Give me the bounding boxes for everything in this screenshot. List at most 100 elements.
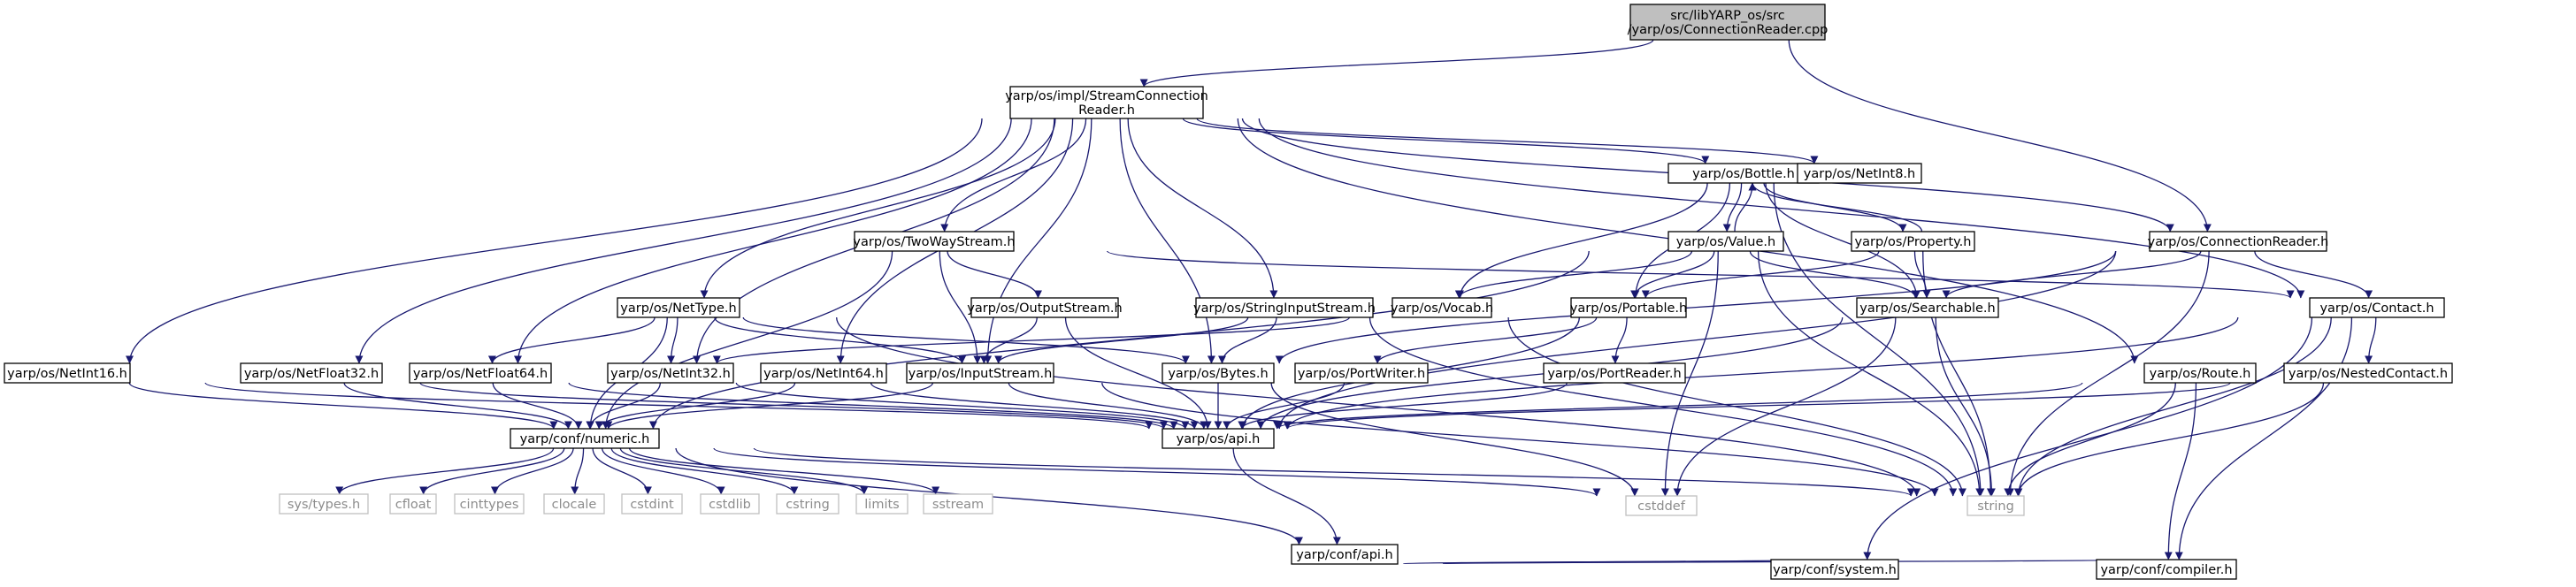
- node-outstream[interactable]: yarp/os/OutputStream.h: [967, 297, 1123, 318]
- node-property[interactable]: yarp/os/Property.h: [1851, 231, 1975, 252]
- node-label: yarp/os/NestedContact.h: [2288, 367, 2448, 381]
- node-box: [617, 297, 740, 318]
- node-label: sstream: [932, 498, 984, 512]
- edge: [713, 447, 1601, 497]
- edge-nestedcontact-to-string: [2013, 382, 2325, 497]
- edge: [2254, 250, 2373, 299]
- node-portable[interactable]: yarp/os/Portable.h: [1570, 297, 1687, 318]
- node-cstdint: cstdint: [621, 493, 683, 515]
- node-box: [4, 362, 131, 384]
- node-instream[interactable]: yarp/os/InputStream.h: [906, 362, 1054, 384]
- edge-portable-to-portwriter: [1373, 316, 1598, 364]
- edge: [2005, 250, 2210, 497]
- edge-nettype-to-bytes: [742, 316, 1190, 364]
- edge: [1064, 316, 1212, 430]
- edge-bottle-to-value: [1722, 182, 1743, 233]
- node-label: yarp/conf/api.h: [1296, 548, 1392, 562]
- edge: [648, 250, 1590, 430]
- edge: [1611, 316, 1628, 364]
- node-box: [279, 493, 369, 515]
- edge: [2004, 382, 2176, 497]
- edge: [488, 316, 656, 364]
- node-box: [1629, 4, 1826, 41]
- node-netfloat32[interactable]: yarp/os/NetFloat32.h: [240, 362, 383, 384]
- node-label: yarp/os/NetFloat32.h: [244, 367, 379, 381]
- edge: [1773, 182, 1985, 497]
- edge: [1283, 382, 2231, 430]
- node-box: [1392, 297, 1492, 318]
- edge: [1748, 182, 1923, 233]
- node-vocab[interactable]: yarp/os/Vocab.h: [1391, 297, 1493, 318]
- node-compiler[interactable]: yarp/conf/compiler.h: [2096, 559, 2237, 580]
- node-portreader[interactable]: yarp/os/PortReader.h: [1543, 362, 1686, 384]
- node-nettype[interactable]: yarp/os/NetType.h: [617, 297, 740, 318]
- node-connreader[interactable]: yarp/os/ConnectionReader.h: [2148, 231, 2329, 252]
- edge-nettype-to-string: [836, 316, 1921, 497]
- node-twoway[interactable]: yarp/os/TwoWayStream.h: [853, 231, 1016, 252]
- node-box: [454, 493, 525, 515]
- node-nestedcontact[interactable]: yarp/os/NestedContact.h: [2283, 362, 2453, 384]
- edge: [2013, 382, 2325, 497]
- edge-connreader-to-string: [2005, 250, 2210, 497]
- node-confapi[interactable]: yarp/conf/api.h: [1291, 544, 1399, 565]
- edge-portreader-to-api: [1238, 382, 1568, 430]
- node-label: yarp/os/PortReader.h: [1547, 367, 1681, 381]
- node-netint32[interactable]: yarp/os/NetInt32.h: [607, 362, 734, 384]
- node-netfloat64[interactable]: yarp/os/NetFloat64.h: [409, 362, 552, 384]
- node-cstddef: cstddef: [1625, 495, 1698, 516]
- node-route[interactable]: yarp/os/Route.h: [2143, 362, 2257, 384]
- edge-value-to-searchable: [1749, 250, 1920, 299]
- node-contact[interactable]: yarp/os/Contact.h: [2309, 297, 2445, 318]
- edge: [1749, 250, 1920, 299]
- edge: [592, 447, 652, 495]
- node-netint8[interactable]: yarp/os/NetInt8.h: [1797, 163, 1922, 184]
- node-value[interactable]: yarp/os/Value.h: [1668, 231, 1784, 252]
- nodes-layer: src/libYARP_os/src/yarp/os/ConnectionRea…: [4, 4, 2453, 580]
- edge: [1270, 382, 1639, 497]
- node-netint16[interactable]: yarp/os/NetInt16.h: [4, 362, 131, 384]
- node-box: [1856, 297, 1999, 318]
- node-cfloat: cfloat: [389, 493, 437, 515]
- edge-netfloat64-to-numeric: [492, 382, 583, 430]
- node-searchable[interactable]: yarp/os/Searchable.h: [1856, 297, 1999, 318]
- edge-nettype-to-instream: [714, 316, 966, 364]
- edge-netint64-to-numeric: [594, 382, 796, 430]
- edge: [714, 316, 966, 364]
- node-box: [389, 493, 437, 515]
- edge-bottle-to-vocab: [1455, 182, 1708, 299]
- edge: [870, 382, 1199, 430]
- node-box: [2149, 231, 2327, 252]
- edge-scr-to-nettype: [700, 118, 1056, 299]
- node-bytes[interactable]: yarp/os/Bytes.h: [1162, 362, 1275, 384]
- node-portwriter[interactable]: yarp/os/PortWriter.h: [1294, 362, 1429, 384]
- node-root: src/libYARP_os/src/yarp/os/ConnectionRea…: [1628, 4, 1828, 41]
- edge: [1455, 182, 1708, 299]
- node-strinstream[interactable]: yarp/os/StringInputStream.h: [1193, 297, 1376, 318]
- edge-twoway-to-outstream: [947, 250, 1042, 299]
- edge: [594, 382, 796, 430]
- edge-twoway-to-instream: [939, 250, 982, 364]
- node-bottle[interactable]: yarp/os/Bottle.h: [1668, 163, 1820, 184]
- node-label: yarp/os/NetInt16.h: [7, 367, 127, 381]
- edge: [1673, 316, 1897, 497]
- edge-route-to-string: [2004, 382, 2176, 497]
- edge-property-to-string: [1922, 250, 1995, 497]
- edge: [1454, 250, 1693, 299]
- edge: [939, 250, 982, 364]
- node-system[interactable]: yarp/conf/system.h: [1770, 559, 1899, 580]
- edge: [610, 447, 799, 495]
- edge-netfloat32-to-api: [419, 382, 1168, 430]
- node-label: cstring: [786, 498, 830, 512]
- node-netint64[interactable]: yarp/os/NetInt64.h: [760, 362, 887, 384]
- node-label: yarp/os/Portable.h: [1570, 301, 1687, 316]
- edge: [568, 382, 1178, 430]
- edge: [602, 447, 725, 495]
- edge: [2164, 382, 2197, 560]
- edge-numeric-to-sstream: [628, 447, 940, 495]
- edge: [1101, 382, 1939, 497]
- node-api[interactable]: yarp/os/api.h: [1162, 428, 1275, 449]
- node-numeric[interactable]: yarp/conf/numeric.h: [510, 428, 660, 449]
- edge: [1275, 250, 2117, 364]
